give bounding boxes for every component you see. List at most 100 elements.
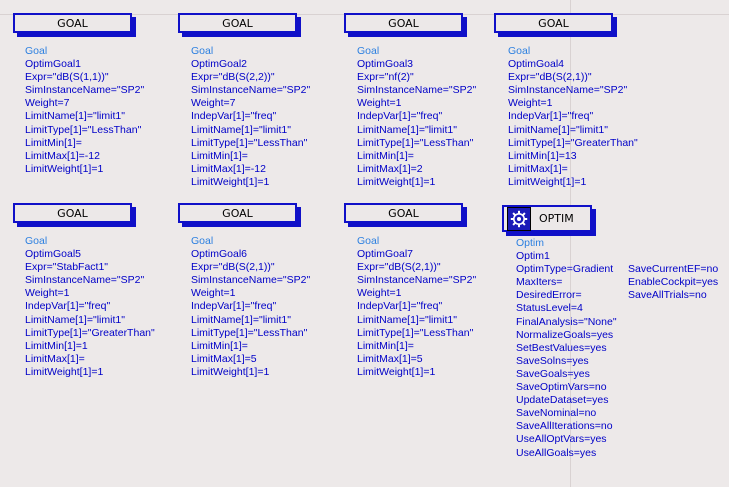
param-line: LimitType[1]="GreaterThan" [508, 136, 638, 149]
optim-gear-icon [507, 206, 531, 231]
param-line: SaveNominal=no [516, 407, 597, 420]
param-line: IndepVar[1]="freq" [357, 300, 443, 313]
param-line: SimInstanceName="SP2" [191, 274, 311, 287]
param-line: SaveOptimVars=no [516, 381, 607, 394]
instance-name: OptimGoal3 [357, 58, 414, 71]
param-line: LimitMin[1]= [357, 339, 414, 352]
component-type-label: Goal [357, 235, 380, 247]
param-line: LimitName[1]="limit1" [508, 123, 608, 136]
goal-component-6[interactable]: GOAL [178, 203, 297, 223]
param-line: Expr="dB(S(2,1))" [508, 71, 592, 84]
param-line: LimitMin[1]= [357, 149, 414, 162]
param-line: LimitName[1]="limit1" [191, 123, 291, 136]
param-line: IndepVar[1]="freq" [25, 300, 111, 313]
param-line: UpdateDataset=yes [516, 394, 609, 407]
param-line: SaveAllTrials=no [628, 289, 707, 302]
param-line: Expr="dB(S(2,1))" [191, 261, 275, 274]
param-line: LimitMax[1]=-12 [25, 149, 100, 162]
param-line: IndepVar[1]="freq" [191, 110, 277, 123]
param-line: DesiredError= [516, 289, 582, 302]
goal-component-4[interactable]: GOAL [494, 13, 613, 33]
param-line: MaxIters= [516, 276, 563, 289]
param-line: Weight=1 [25, 287, 70, 300]
goal-box-label: GOAL [222, 206, 253, 220]
goal-box-label: GOAL [57, 206, 88, 220]
goal-component-3[interactable]: GOAL [344, 13, 463, 33]
param-line: LimitType[1]="LessThan" [357, 136, 474, 149]
param-line: LimitMax[1]=-12 [191, 162, 266, 175]
param-line: Weight=1 [357, 287, 402, 300]
optim-component[interactable]: OPTIM [502, 205, 592, 232]
component-type-label: Goal [508, 45, 531, 57]
param-line: LimitMax[1]= [508, 162, 568, 175]
param-line: LimitMin[1]=13 [508, 149, 577, 162]
goal-component-5[interactable]: GOAL [13, 203, 132, 223]
param-line: SaveGoals=yes [516, 367, 590, 380]
param-line: SimInstanceName="SP2" [357, 274, 477, 287]
param-line: Weight=1 [508, 97, 553, 110]
param-line: LimitMax[1]=5 [357, 352, 423, 365]
param-line: LimitWeight[1]=1 [508, 175, 587, 188]
component-type-label: Optim [516, 237, 545, 249]
param-line: SaveAllIterations=no [516, 420, 613, 433]
component-type-label: Goal [191, 45, 214, 57]
instance-name: OptimGoal5 [25, 248, 82, 261]
goal-box-label: GOAL [538, 16, 569, 30]
param-line: IndepVar[1]="freq" [357, 110, 443, 123]
param-line: LimitMin[1]= [191, 149, 248, 162]
param-line: IndepVar[1]="freq" [508, 110, 594, 123]
param-line: LimitType[1]="LessThan" [25, 123, 142, 136]
param-line: LimitName[1]="limit1" [357, 313, 457, 326]
param-line: LimitName[1]="limit1" [25, 313, 125, 326]
param-line: LimitWeight[1]=1 [357, 365, 436, 378]
param-line: Weight=1 [357, 97, 402, 110]
param-line: Weight=7 [191, 97, 236, 110]
param-line: LimitMax[1]=2 [357, 162, 423, 175]
param-line: Expr="dB(S(1,1))" [25, 71, 109, 84]
goal-component-7[interactable]: GOAL [344, 203, 463, 223]
goal-box-label: GOAL [388, 16, 419, 30]
param-line: LimitWeight[1]=1 [25, 365, 104, 378]
param-line: LimitName[1]="limit1" [25, 110, 125, 123]
param-line: LimitWeight[1]=1 [357, 175, 436, 188]
param-line: EnableCockpit=yes [628, 276, 719, 289]
instance-name: Optim1 [516, 250, 550, 263]
instance-name: OptimGoal6 [191, 248, 248, 261]
param-line: SimInstanceName="SP2" [191, 84, 311, 97]
param-line: UseAllOptVars=yes [516, 433, 607, 446]
component-type-label: Goal [25, 235, 48, 247]
param-line: LimitType[1]="LessThan" [191, 326, 308, 339]
component-type-label: Goal [357, 45, 380, 57]
param-line: LimitMin[1]= [191, 339, 248, 352]
param-line: Weight=1 [191, 287, 236, 300]
optim-box-label: OPTIM [539, 212, 574, 225]
param-line: NormalizeGoals=yes [516, 328, 614, 341]
param-line: LimitType[1]="LessThan" [191, 136, 308, 149]
param-line: Expr="nf(2)" [357, 71, 414, 84]
param-line: SimInstanceName="SP2" [25, 84, 145, 97]
param-line: Expr="StabFact1" [25, 261, 109, 274]
param-line: FinalAnalysis="None" [516, 315, 617, 328]
param-line: LimitMin[1]= [25, 136, 82, 149]
param-line: LimitMin[1]=1 [25, 339, 88, 352]
param-line: UseAllGoals=yes [516, 446, 597, 459]
goal-box-label: GOAL [222, 16, 253, 30]
param-line: OptimType=Gradient [516, 263, 614, 276]
param-line: SaveCurrentEF=no [628, 263, 719, 275]
component-type-label: Goal [25, 45, 48, 57]
grid-line [570, 0, 571, 487]
param-line: SimInstanceName="SP2" [25, 274, 145, 287]
param-line: LimitWeight[1]=1 [25, 162, 104, 175]
param-line: LimitName[1]="limit1" [357, 123, 457, 136]
goal-component-2[interactable]: GOAL [178, 13, 297, 33]
param-line: LimitType[1]="GreaterThan" [25, 326, 155, 339]
param-line: LimitWeight[1]=1 [191, 365, 270, 378]
param-line: LimitName[1]="limit1" [191, 313, 291, 326]
goal-component-1[interactable]: GOAL [13, 13, 132, 33]
